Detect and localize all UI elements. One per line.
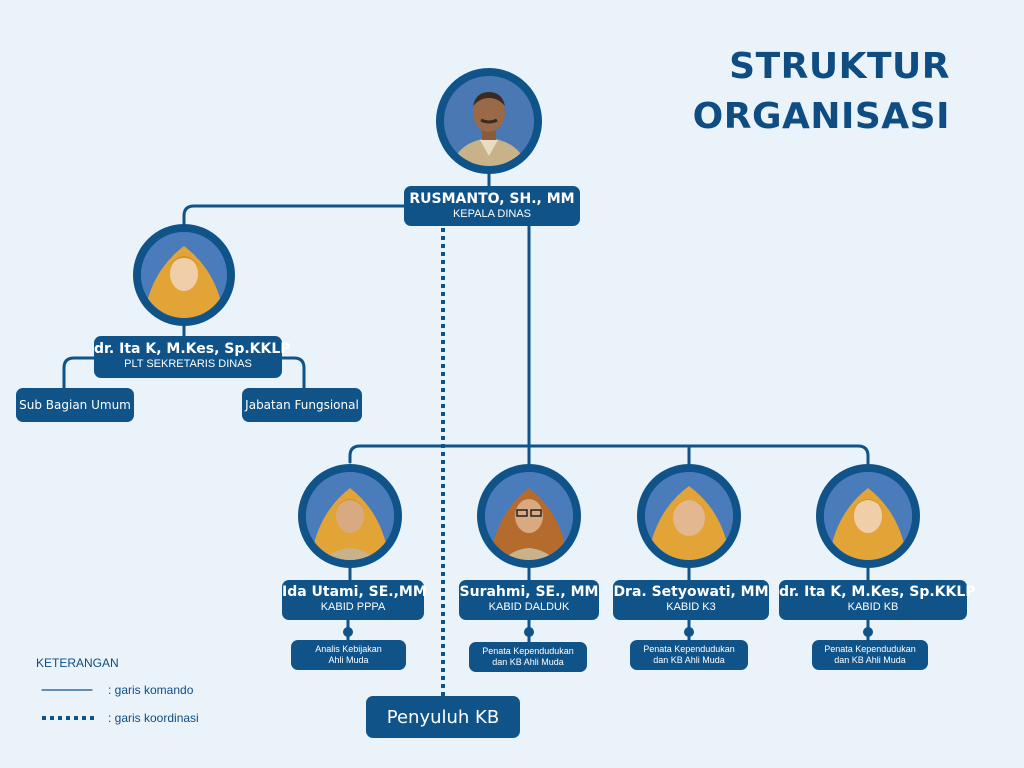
secretary-name: dr. Ita K, M.Kes, Sp.KKLP: [94, 341, 291, 357]
unit-sub-bagian-umum: Sub Bagian Umum: [16, 388, 134, 422]
penyuluh-kb-box: Penyuluh KB: [366, 696, 520, 738]
unit-jabatan-fungsional: Jabatan Fungsional: [242, 388, 362, 422]
secretary-role: PLT SEKRETARIS DINAS: [124, 358, 252, 370]
division-1-name: Ida Utami, SE.,MM: [282, 584, 427, 600]
head-box: RUSMANTO, SH., MM KEPALA DINAS: [404, 186, 580, 226]
division-4-role: KABID KB: [847, 601, 899, 613]
head-photo: [436, 68, 542, 174]
head-name: RUSMANTO, SH., MM: [409, 191, 575, 207]
division-3-photo: [637, 464, 741, 568]
division-4-name: dr. Ita K, M.Kes, Sp.KKLP: [779, 584, 976, 600]
division-2-name: Surahmi, SE., MM: [459, 584, 599, 600]
division-4-staff-box: Penata Kependudukan dan KB Ahli Muda: [812, 640, 928, 670]
division-3-staff-box: Penata Kependudukan dan KB Ahli Muda: [630, 640, 748, 670]
secretary-box: dr. Ita K, M.Kes, Sp.KKLP PLT SEKRETARIS…: [94, 336, 291, 378]
division-2-staff-box: Penata Kependudukan dan KB Ahli Muda: [469, 642, 587, 672]
command-line: [348, 444, 870, 468]
head-role: KEPALA DINAS: [452, 208, 532, 220]
division-2-role: KABID DALDUK: [488, 601, 570, 613]
division-1-staff-box: Analis Kebijakan Ahli Muda: [291, 640, 406, 670]
division-3-name: Dra. Setyowati, MM: [613, 584, 769, 600]
division-4-photo: [816, 464, 920, 568]
division-1-role: KABID PPPA: [320, 601, 386, 613]
command-line: [182, 204, 406, 230]
command-line: [62, 356, 96, 390]
division-1-box: Ida Utami, SE.,MM KABID PPPA: [282, 580, 427, 620]
division-3-role: KABID K3: [666, 601, 716, 613]
secretary-photo: [133, 224, 235, 326]
legend-dotted-label: : garis koordinasi: [108, 711, 199, 725]
command-line: [280, 356, 306, 390]
division-2-photo: [477, 464, 581, 568]
division-1-photo: [298, 464, 402, 568]
division-3-box: Dra. Setyowati, MM KABID K3: [613, 580, 769, 620]
legend-title: KETERANGAN: [36, 656, 119, 670]
division-2-box: Surahmi, SE., MM KABID DALDUK: [459, 580, 599, 620]
legend-solid-label: : garis komando: [108, 683, 194, 697]
page-title: STRUKTUR ORGANISASI: [692, 46, 950, 137]
division-4-box: dr. Ita K, M.Kes, Sp.KKLP KABID KB: [779, 580, 976, 620]
